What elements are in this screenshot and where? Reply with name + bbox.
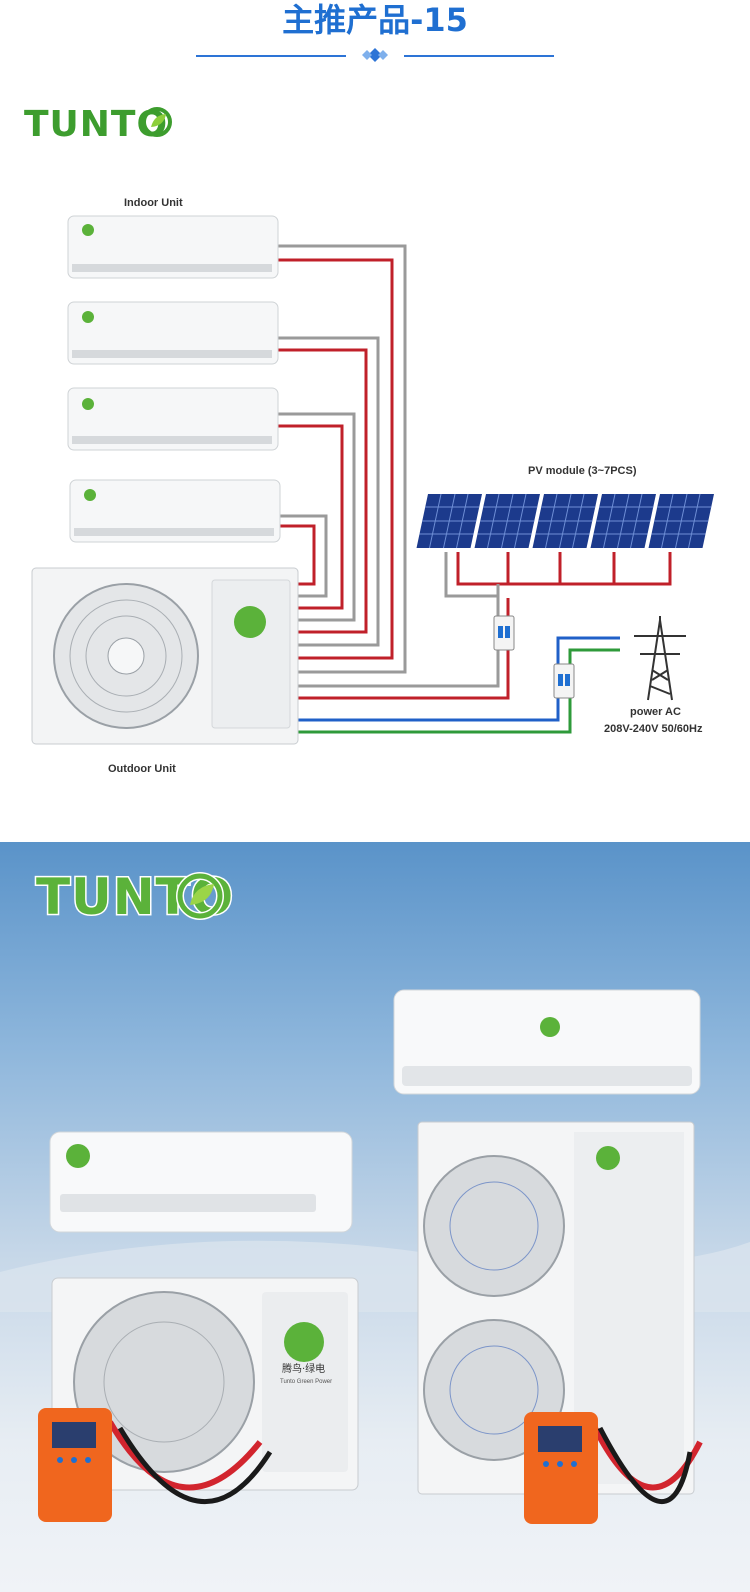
dc-breaker bbox=[493, 615, 515, 651]
indoor-unit-label: Indoor Unit bbox=[124, 197, 183, 209]
product-illustration: 腾鸟·绿电 Tunto Green Power bbox=[0, 989, 750, 1524]
voltage-label: 208V-240V 50/60Hz bbox=[604, 723, 703, 735]
solar-ac-wiring-diagram: Indoor Unit Outdoor Unit PV module (3~7P… bbox=[31, 197, 714, 775]
outdoor-unit-label: Outdoor Unit bbox=[108, 763, 176, 775]
indoor-unit bbox=[69, 479, 281, 543]
pv-module-label: PV module (3~7PCS) bbox=[528, 465, 637, 477]
photo-leaf-logo-icon bbox=[176, 872, 224, 920]
diamond-ornament-icon bbox=[362, 48, 388, 62]
outdoor-unit-right bbox=[417, 1121, 695, 1495]
solar-controller-left bbox=[38, 1408, 273, 1522]
page-title: 主推产品-15 bbox=[282, 1, 468, 39]
indoor-unit bbox=[67, 387, 279, 451]
indoor-unit bbox=[67, 215, 279, 279]
ac-breaker bbox=[553, 663, 575, 699]
product-photo: TUNTO 腾鸟·绿电 Tunto Green Power bbox=[0, 842, 750, 1592]
photo-brand-en: Tunto Green Power bbox=[280, 1379, 332, 1385]
section-header: 主推产品-15 bbox=[0, 0, 750, 80]
indoor-unit bbox=[67, 301, 279, 365]
power-ac-label: power AC bbox=[630, 706, 681, 718]
indoor-wiring bbox=[278, 244, 407, 674]
pv-panels bbox=[416, 494, 714, 548]
wall-mounted-ac-left bbox=[49, 1131, 353, 1233]
outdoor-unit bbox=[31, 567, 299, 745]
photo-brand-cn: 腾鸟·绿电 bbox=[282, 1362, 325, 1375]
leaf-logo-icon bbox=[142, 107, 172, 137]
solar-controller-right bbox=[524, 1412, 703, 1524]
title-divider-left bbox=[196, 55, 346, 57]
title-divider-right bbox=[404, 55, 554, 57]
wall-mounted-ac-right bbox=[393, 989, 701, 1095]
power-tower-icon bbox=[634, 616, 686, 701]
